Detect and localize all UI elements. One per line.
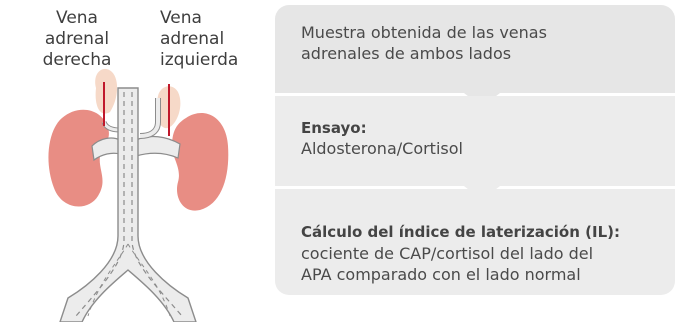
vessel-dash-1 [75,92,125,317]
vessel-dash-4 [127,243,171,317]
sample-text-line-1: Muestra obtenida de las venas [301,23,547,42]
index-body-line-1: cociente de CAP/cortisol del lado del [301,244,594,263]
index-box [275,189,675,295]
left-vein-indicator-line [168,84,170,136]
sample-box [275,5,675,93]
right-vein-indicator-line [103,82,105,126]
index-title: Cálculo del índice de laterización (IL): [301,223,620,241]
vessel-dash-2 [131,92,183,317]
right-vein-label-line-2: adrenal [44,29,110,49]
anatomy-illustration [48,68,229,322]
right-adrenal-vein-label: Vena adrenal derecha [22,8,132,71]
index-body: cociente de CAP/cortisol del lado del AP… [301,243,661,285]
vessel-dash-3 [87,243,129,317]
left-vein-label-line-2: adrenal [160,29,225,49]
left-kidney [172,113,229,211]
right-vein-label-line-3: derecha [42,50,112,70]
sample-text: Muestra obtenida de las venas adrenales … [301,22,661,64]
left-vein-label-line-1: Vena [160,8,202,28]
left-adrenal-vein-label: Vena adrenal izquierda [160,8,270,71]
right-vein-label-line-1: Vena [56,8,98,28]
right-adrenal-gland [95,68,118,114]
assay-box [275,96,675,186]
main-vessels [59,87,197,322]
sample-text-line-2: adrenales de ambos lados [301,44,512,63]
assay-body: Aldosterona/Cortisol [301,139,463,158]
right-kidney [48,109,109,207]
index-body-line-2: APA comparado con el lado normal [301,265,581,284]
assay-title: Ensayo: [301,119,367,137]
left-vein-label-line-3: izquierda [160,50,239,70]
left-adrenal-vein-vessel-inner [139,98,160,138]
